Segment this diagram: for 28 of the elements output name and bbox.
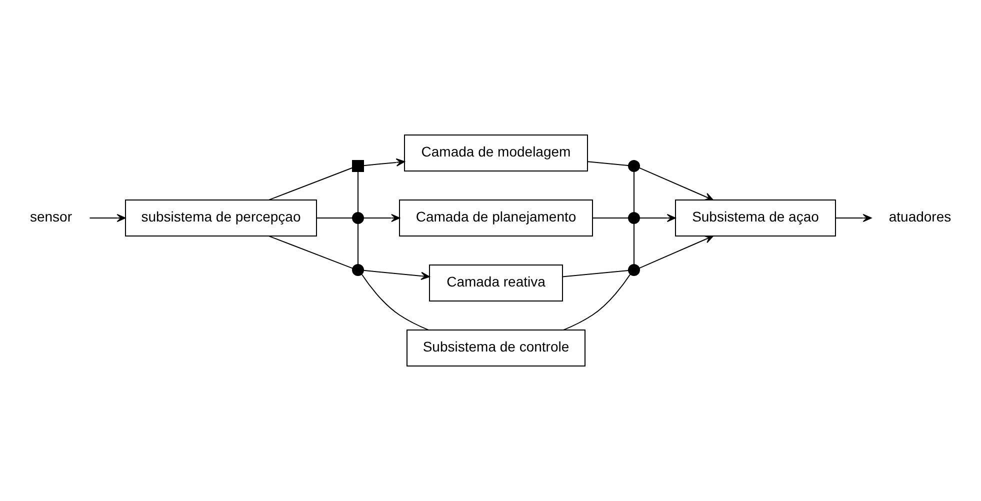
node-circle <box>628 160 640 172</box>
arrow <box>363 214 400 222</box>
arrow <box>363 158 405 166</box>
connector <box>563 274 631 330</box>
arrow <box>363 270 430 280</box>
connector <box>361 274 429 330</box>
arrow <box>89 214 126 222</box>
arrow <box>638 167 714 201</box>
node-box <box>352 160 364 172</box>
arrow <box>639 214 676 222</box>
connector <box>562 270 629 278</box>
connector <box>587 161 629 166</box>
node-box: Camada de planejamento <box>399 200 593 236</box>
node-box: Subsistema de açao <box>675 200 836 236</box>
node-box: Camada de modelagem <box>404 134 588 172</box>
node-box: subsistema de percepçao <box>125 200 317 236</box>
node-box: Camada reativa <box>429 264 563 302</box>
node-text: atuadores <box>888 208 952 225</box>
connector <box>268 167 353 200</box>
node-circle <box>628 264 640 276</box>
arrow <box>835 214 872 222</box>
connector <box>268 236 354 269</box>
node-circle <box>352 212 364 224</box>
node-text: sensor <box>30 208 72 225</box>
node-box: Subsistema de controle <box>406 330 586 366</box>
arrow <box>638 235 714 269</box>
node-circle <box>352 264 364 276</box>
node-circle <box>628 212 640 224</box>
